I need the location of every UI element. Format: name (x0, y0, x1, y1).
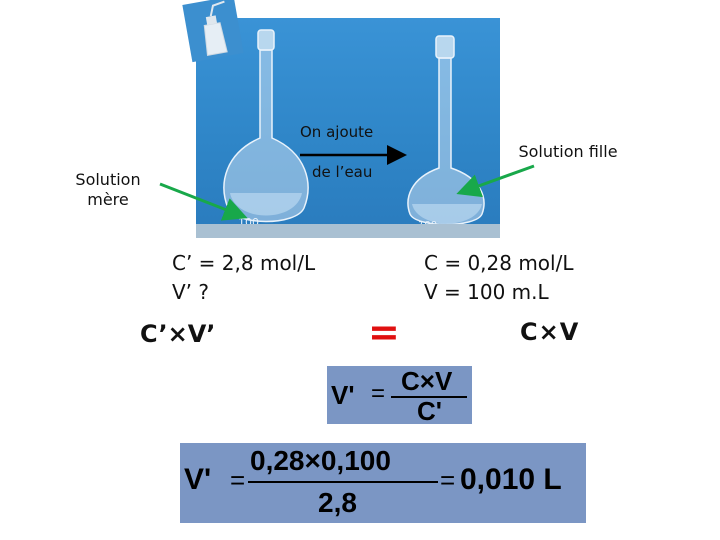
stock-concentration: C’ = 2,8 mol/L (172, 251, 316, 275)
formula1-lhs: V' (331, 380, 355, 410)
volumetric-flask-icon: 100 100 (196, 29, 500, 238)
arrow-to-daughter-flask (456, 164, 535, 198)
formula1-fraction-bar (391, 396, 467, 398)
formula2-lhs: V' (184, 463, 212, 496)
formula-numeric: V' = 0,28×0,100 2,8 = 0,010 L (180, 443, 586, 523)
daughter-product: C×V (520, 318, 580, 346)
formula2-numerator: 0,28×0,100 (250, 445, 391, 476)
formula2-fraction-bar (248, 481, 438, 483)
daughter-concentration: C = 0,28 mol/L (424, 251, 574, 275)
formula1-equals: = (371, 380, 386, 407)
formula-v-prime: V' = C×V C' (327, 366, 472, 426)
stock-solution-label: Solution mère (75, 170, 141, 209)
daughter-volume: V = 100 m.L (424, 280, 549, 304)
formula1-numerator: C×V (401, 366, 453, 396)
add-label: On ajoute (300, 123, 374, 141)
equals-sign: = (368, 310, 400, 354)
stock-volume: V’ ? (172, 280, 210, 304)
formula2-equals: = (230, 465, 246, 495)
formula2-equals-2: = (440, 465, 456, 495)
water-label: de l’eau (312, 163, 373, 181)
formula1-denominator: C' (417, 396, 442, 426)
formula2-result: 0,010 L (460, 463, 562, 496)
formula2-denominator: 2,8 (318, 487, 357, 518)
wash-bottle-icon (182, 0, 244, 63)
daughter-solution-label: Solution fille (518, 142, 618, 161)
arrow-to-stock-flask (159, 182, 248, 221)
stock-product: C’×V’ (140, 320, 216, 348)
